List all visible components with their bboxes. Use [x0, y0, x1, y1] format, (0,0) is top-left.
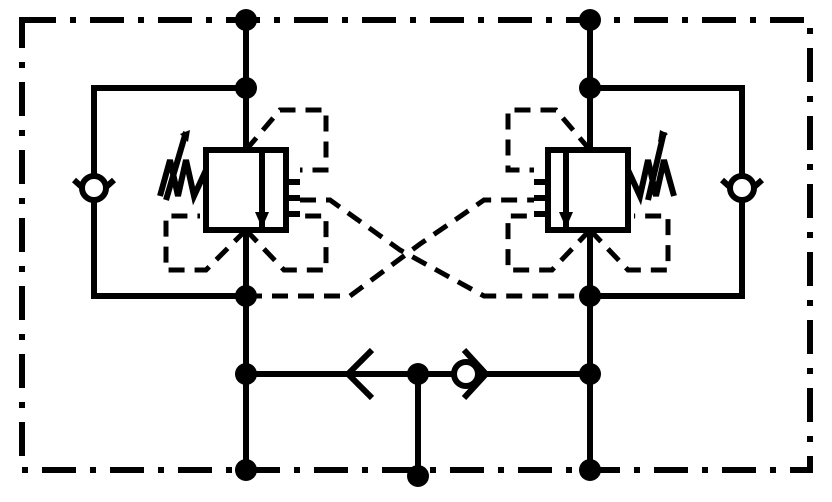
cross-pilot-line-2 — [300, 197, 590, 299]
left-pilot-line-bottom-right — [244, 213, 329, 273]
right-pilot-line-bottom-right — [588, 213, 671, 273]
cross-pilot-line-1 — [246, 197, 534, 299]
left-check-valve — [71, 173, 117, 203]
right-check-valve — [719, 173, 765, 203]
junction-dots — [235, 9, 601, 487]
left-pilot-line-top — [244, 107, 329, 173]
shuttle-arrow-icon — [343, 347, 375, 401]
right-spring-icon — [625, 130, 677, 206]
enclosure-boundary — [19, 17, 813, 473]
left-pilot-line-bottom-left — [163, 213, 248, 273]
right-pilot-line-top — [505, 107, 592, 173]
shuttle-check-valve — [451, 347, 491, 401]
right-relief-valve — [534, 147, 631, 233]
left-relief-valve — [203, 147, 300, 233]
right-pilot-line-bottom-left — [505, 213, 592, 273]
left-spring-icon — [157, 130, 209, 206]
